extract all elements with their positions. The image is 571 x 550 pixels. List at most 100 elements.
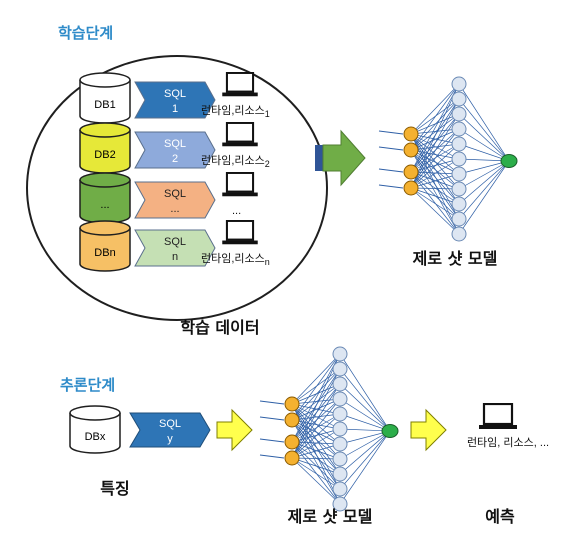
- output-node: [381, 424, 399, 438]
- input-arrow: [259, 400, 285, 405]
- resource-label: 런타임,리소스1: [201, 104, 270, 119]
- edge: [458, 160, 510, 235]
- edge: [291, 368, 341, 459]
- edge: [291, 383, 341, 459]
- database-cylinder: DB2: [79, 122, 131, 174]
- resource-laptop: 런타임,리소스1: [201, 72, 270, 119]
- resource-label: ...: [232, 205, 241, 217]
- edge: [291, 441, 341, 460]
- database-cylinder: DB1: [79, 72, 131, 124]
- laptop-icon: [221, 122, 259, 148]
- edge: [291, 441, 341, 505]
- input-node: [403, 142, 419, 158]
- edge: [410, 83, 460, 189]
- edge: [410, 171, 460, 235]
- laptop-icon: [221, 72, 259, 98]
- edge: [291, 368, 341, 421]
- edge: [291, 398, 341, 405]
- edge: [291, 419, 341, 475]
- edge: [410, 149, 460, 205]
- edge: [458, 160, 510, 190]
- database-label: DB1: [94, 99, 115, 111]
- hidden-node: [332, 466, 348, 482]
- prediction-caption: 예측: [485, 507, 515, 526]
- edge: [291, 419, 341, 430]
- hidden-node: [332, 436, 348, 452]
- input-node: [284, 396, 300, 412]
- edge: [291, 457, 341, 460]
- input-arrow: [378, 168, 404, 173]
- edge: [291, 353, 341, 459]
- edge: [291, 441, 341, 475]
- edge: [410, 133, 460, 205]
- hidden-node: [451, 226, 467, 242]
- dbx-database: DBx: [69, 405, 121, 454]
- laptop-icon: [478, 403, 518, 431]
- edge: [291, 419, 341, 445]
- resource-laptop: ...: [221, 172, 259, 217]
- database-label: DBn: [94, 247, 115, 259]
- inference-model-caption: 제로 샷 모델: [288, 507, 373, 526]
- edge: [410, 149, 460, 175]
- input-arrow: [378, 146, 404, 151]
- edge: [339, 383, 391, 432]
- edge: [410, 187, 460, 220]
- edge: [410, 133, 460, 145]
- resource-text: 런타임,리소스: [201, 104, 265, 117]
- input-arrow: [378, 130, 404, 135]
- edge: [339, 368, 391, 432]
- input-arrow: [259, 454, 285, 459]
- edge: [410, 133, 460, 160]
- edge: [291, 353, 341, 405]
- edge: [410, 143, 460, 189]
- hidden-node: [451, 196, 467, 212]
- hidden-node: [332, 421, 348, 437]
- hidden-node: [451, 211, 467, 227]
- sql-sub-label: ...: [170, 203, 179, 215]
- hidden-node: [332, 391, 348, 407]
- edge: [410, 171, 460, 205]
- neural-network-training: [378, 76, 518, 242]
- dbx-label: DBx: [85, 431, 106, 443]
- input-node: [403, 126, 419, 142]
- edge: [291, 457, 341, 505]
- edge: [458, 160, 510, 205]
- edge: [291, 457, 341, 475]
- yellow-arrow-2: [410, 408, 447, 452]
- edge: [339, 398, 391, 432]
- hidden-node: [332, 481, 348, 497]
- hidden-node: [451, 76, 467, 92]
- hidden-node: [451, 106, 467, 122]
- yellow-arrow-1: [216, 408, 253, 452]
- prediction-laptop: 런타임, 리소스, ...: [467, 403, 549, 449]
- edge: [458, 160, 510, 175]
- edge: [410, 83, 460, 173]
- edge: [410, 113, 460, 151]
- edge: [458, 83, 510, 162]
- edge: [410, 143, 460, 151]
- edge: [410, 128, 460, 151]
- edge: [339, 430, 391, 475]
- edge: [458, 113, 510, 162]
- edge: [410, 149, 460, 160]
- sql-label: SQL: [164, 188, 186, 200]
- edge: [291, 419, 341, 490]
- edge: [291, 413, 341, 421]
- edge: [291, 441, 341, 490]
- resource-subscript: n: [265, 257, 270, 267]
- hidden-node: [332, 406, 348, 422]
- resource-text: 런타임,리소스: [201, 154, 265, 167]
- database-label: ...: [100, 199, 109, 211]
- edge: [458, 160, 510, 220]
- resource-laptop: 런타임,리소스n: [201, 220, 270, 267]
- training-row: ... SQL......: [79, 172, 259, 224]
- input-arrow: [259, 416, 285, 421]
- hidden-node: [332, 361, 348, 377]
- edge: [410, 98, 460, 151]
- training-phase-title: 학습단계: [58, 24, 113, 42]
